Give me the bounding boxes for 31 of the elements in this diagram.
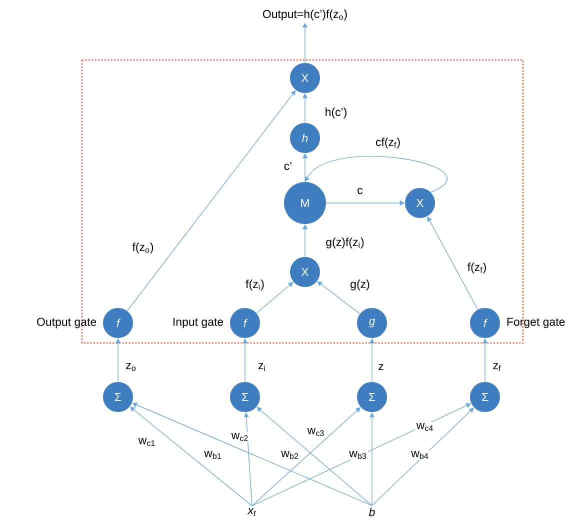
edge-label: w$_{c2}$ [230, 432, 250, 442]
edge-label: w$_{b1}$ [203, 450, 223, 460]
edge-label: w$_{b4}$ [410, 450, 430, 460]
edge-label: w$_{c3}$ [306, 427, 326, 437]
gate-label: Output gate [37, 318, 96, 328]
edge-label: w$_{c1}$ [137, 437, 157, 447]
input-label: x$_{t}$ [247, 508, 256, 516]
output-label: Output=h(c’)f(z$_{o}$) [262, 10, 347, 20]
edge-label: w$_{b2}$ [280, 450, 300, 460]
edge-label: z$_{f}$ [492, 362, 502, 372]
gate-label: Forget gate [507, 318, 565, 328]
edge-label: cf(z$_{f}$) [374, 136, 402, 150]
edge-label: z [377, 362, 385, 372]
edge-label: f(z$_{i}$) [244, 278, 266, 292]
arrow [126, 90, 296, 312]
edge-label: w$_{b3}$ [348, 450, 368, 460]
input-label: b [368, 508, 375, 516]
edge-label: w$_{c4}$ [415, 422, 435, 432]
edge-label: h(c’) [324, 106, 348, 120]
edge-label: c’ [282, 161, 294, 172]
edge-label: z$_{o}$ [124, 362, 138, 372]
arrow [305, 156, 448, 193]
edge-label: f(z$_{f}$) [466, 262, 488, 274]
gate-label: Input gate [174, 318, 224, 328]
edge-label: f(z$_{o}$) [131, 242, 155, 254]
arrow [132, 402, 372, 506]
edge-label: c [356, 186, 364, 196]
edge-label: g(z)f(z$_{i}$) [324, 236, 366, 250]
edge-label: z$_{i}$ [256, 362, 268, 372]
edge-label: g(z) [349, 278, 371, 292]
arrow [317, 281, 360, 314]
